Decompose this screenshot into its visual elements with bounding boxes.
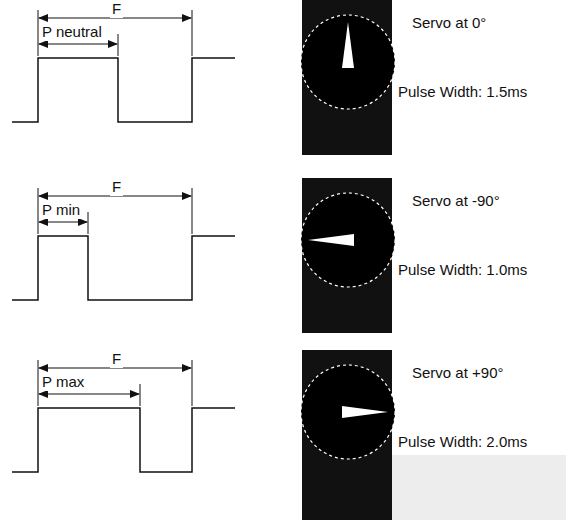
pulse-width: Pulse Width: 2.0ms [396, 434, 529, 451]
row-min [12, 178, 395, 333]
dimension-label: F [110, 179, 123, 196]
servo-angle: Servo at 0° [410, 15, 488, 32]
servo-angle: Servo at +90° [410, 365, 505, 382]
pulse-label: P max [40, 374, 86, 391]
row-max [12, 350, 395, 520]
row-neutral [12, 0, 395, 155]
dimension-label: F [110, 1, 123, 18]
pulse-width: Pulse Width: 1.0ms [396, 262, 529, 279]
servo-angle: Servo at -90° [410, 193, 502, 210]
pulse-label: P neutral [40, 24, 104, 41]
pulse-label: P min [40, 202, 82, 219]
pulse-width: Pulse Width: 1.5ms [396, 84, 529, 101]
dimension-label: F [110, 351, 123, 368]
